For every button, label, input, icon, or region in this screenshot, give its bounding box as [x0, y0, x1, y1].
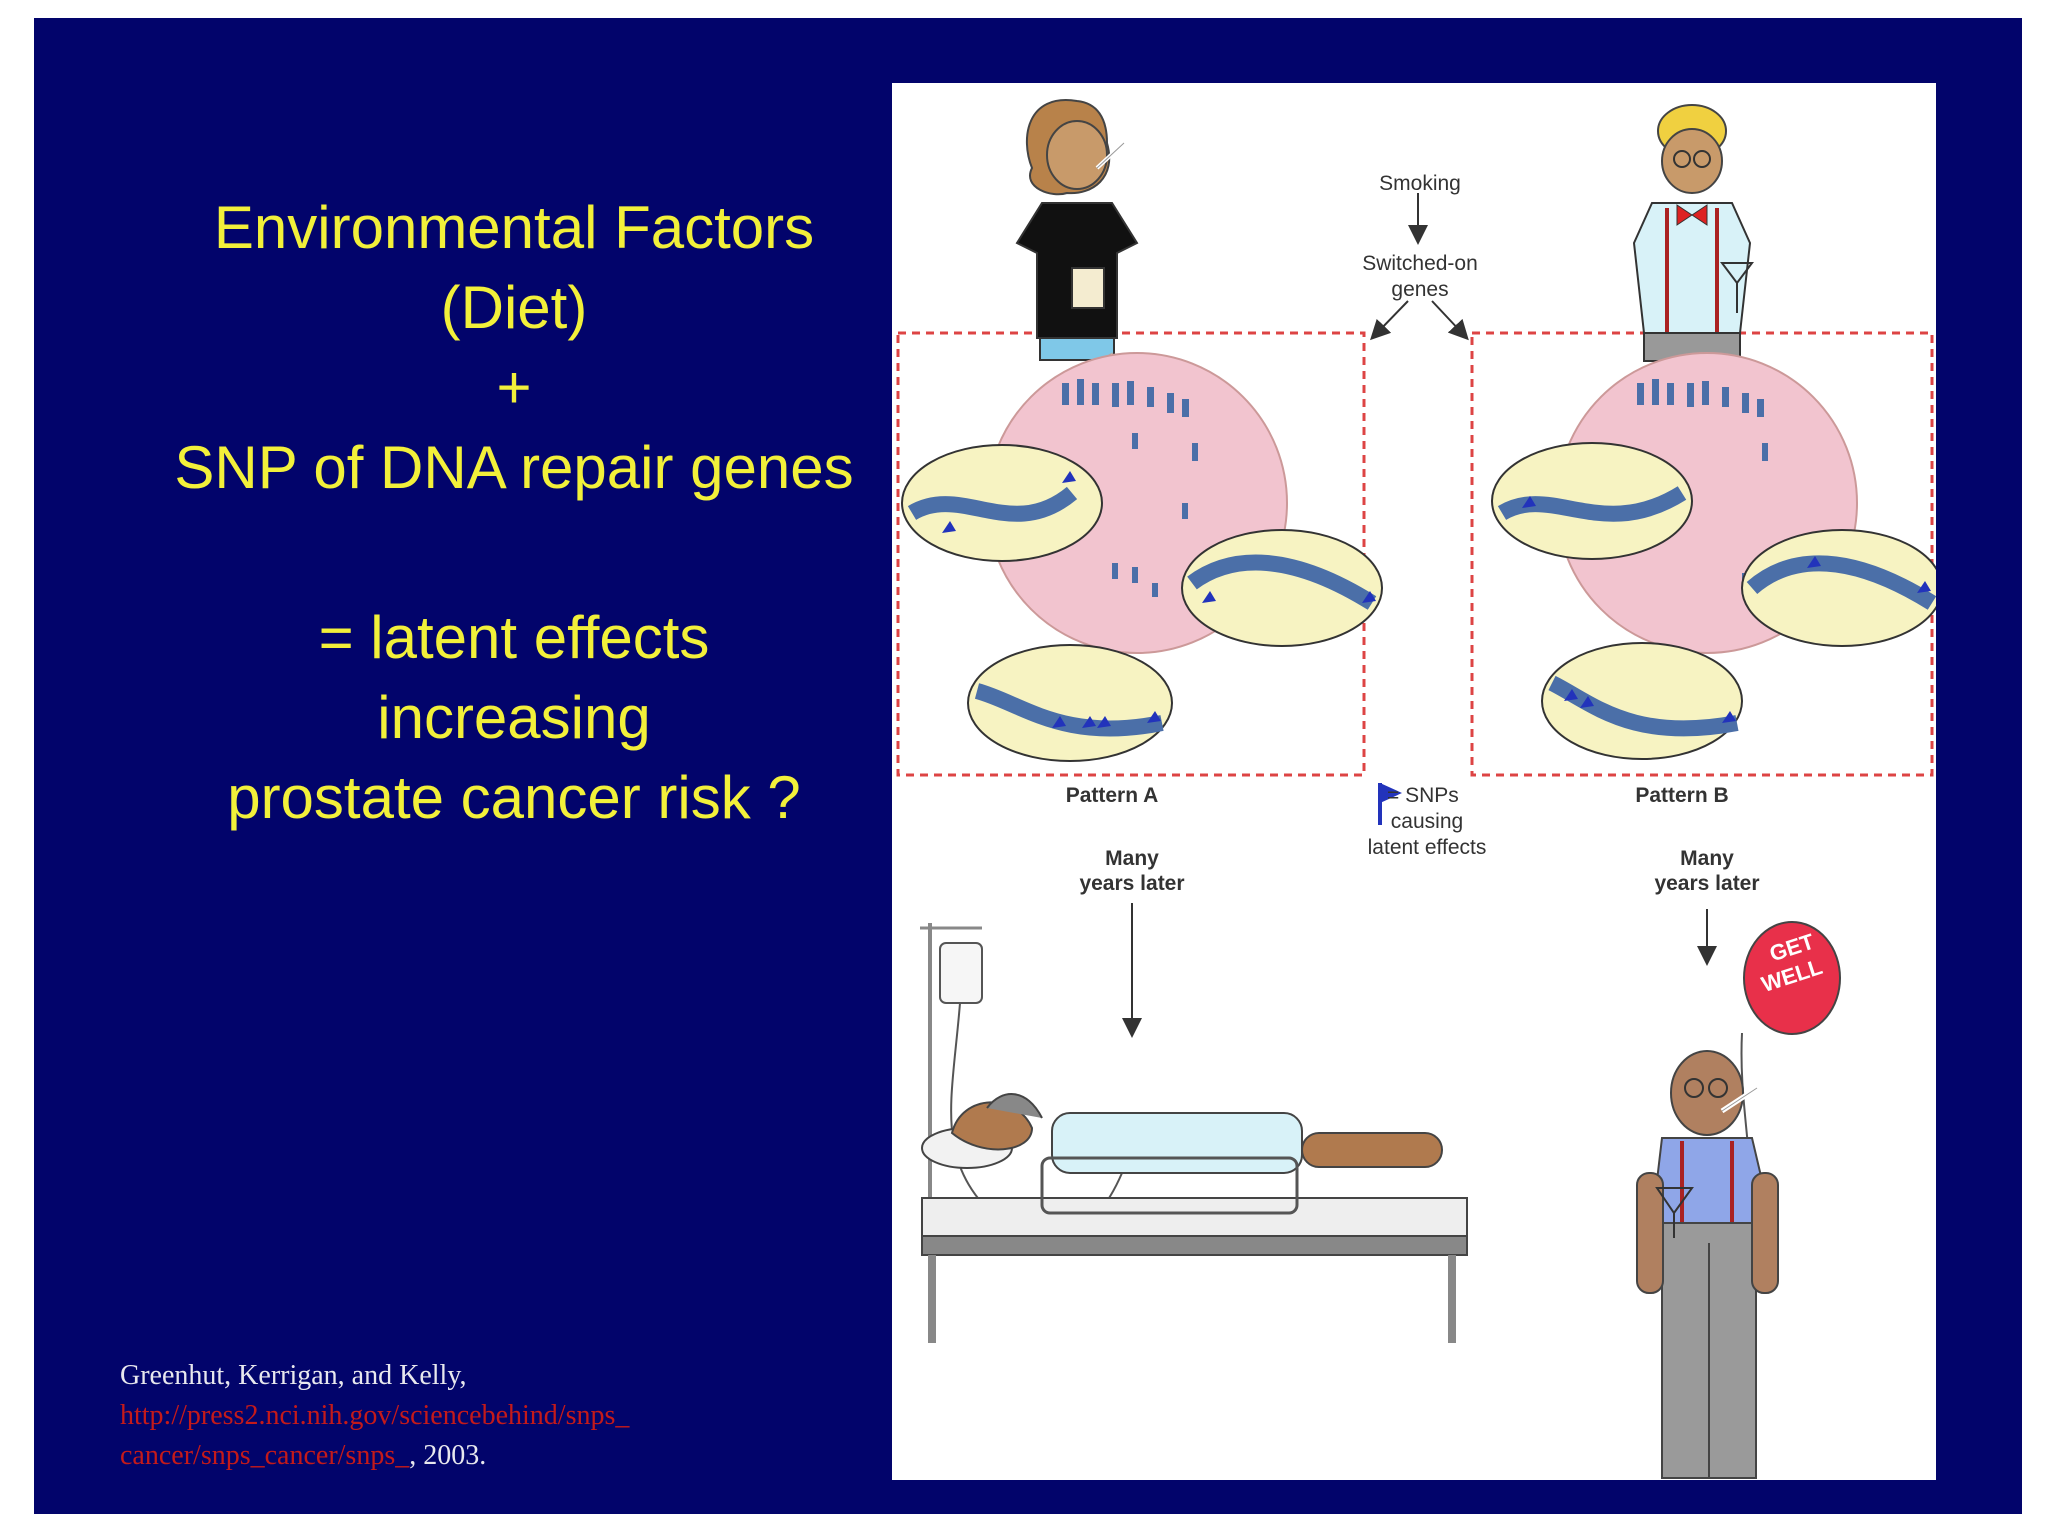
person-b-blonde [1632, 104, 1754, 362]
citation-year: , 2003. [409, 1440, 487, 1471]
result-line-2: increasing [377, 684, 651, 751]
snp-illustration: Smoking Switched-on genes Pattern A Patt… [892, 83, 1936, 1480]
many-years-a-1: Many [1105, 847, 1159, 870]
genes-label: genes [1391, 278, 1449, 301]
heading-block: Environmental Factors (Diet) + SNP of DN… [94, 188, 934, 508]
legend-causing: causing [1390, 810, 1464, 833]
heading-line-2: (Diet) [440, 274, 588, 341]
many-years-b-1: Many [1680, 847, 1734, 870]
balloon [1743, 921, 1841, 1035]
heading-line-4: SNP of DNA repair genes [174, 434, 854, 501]
citation-url-line-2[interactable]: cancer/snps_cancer/snps_ [120, 1440, 410, 1471]
old-man-scene [1636, 921, 1841, 1479]
pattern-b-cell [1491, 352, 1936, 760]
citation-url-line-1[interactable]: http://press2.nci.nih.gov/sciencebehind/… [120, 1400, 630, 1431]
switched-on-label: Switched-on [1362, 252, 1478, 275]
many-years-a-2: years later [1079, 872, 1185, 895]
heading-line-3: + [496, 354, 532, 421]
citation-authors: Greenhut, Kerrigan, and Kelly, [120, 1360, 467, 1391]
hospital-bed-scene [920, 923, 1468, 1343]
slide: Environmental Factors (Diet) + SNP of DN… [34, 18, 2022, 1514]
result-line-1: = latent effects [318, 604, 710, 671]
result-line-3: prostate cancer risk ? [227, 764, 801, 831]
smoking-label: Smoking [1379, 172, 1461, 195]
illustration-drawing [896, 99, 1936, 1479]
legend-latent: latent effects [1367, 836, 1487, 859]
person-a-young [1015, 99, 1139, 361]
many-years-b-2: years later [1654, 872, 1760, 895]
pattern-a-cell [901, 352, 1383, 762]
snp-flag-icon [1378, 783, 1402, 825]
citation: Greenhut, Kerrigan, and Kelly, http://pr… [120, 1356, 820, 1476]
pattern-b-label: Pattern B [1635, 784, 1729, 807]
result-block: = latent effects increasing prostate can… [94, 598, 934, 838]
pattern-a-label: Pattern A [1065, 784, 1159, 807]
heading-line-1: Environmental Factors [213, 194, 815, 261]
legend-snps: = SNPs [1387, 784, 1459, 807]
